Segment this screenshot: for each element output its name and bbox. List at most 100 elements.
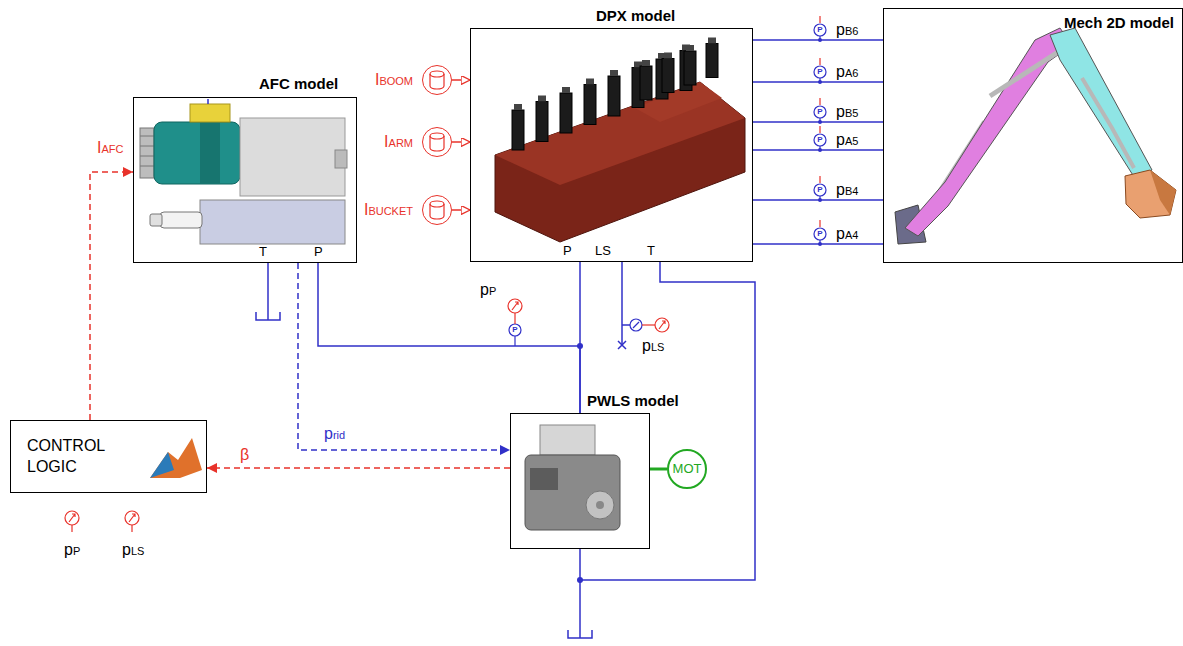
box-heading: PWLS model [587,392,679,410]
box-title: CONTROL LOGIC [27,436,137,478]
pressure-name: pP [480,280,496,299]
sensor-output-mark [819,58,820,65]
hydraulic-line [753,121,883,123]
port-name: T [259,244,267,260]
signal-name: IBOOM [375,70,413,89]
afc-valve-picture [200,122,220,184]
sensor-output-mark [819,220,820,227]
excavator-picture [895,28,1176,244]
dpx-valve-picture [684,45,696,85]
afc-valve-picture [190,104,230,122]
pressure-name: pA6 [836,62,858,81]
sensor-letter: P [509,324,521,336]
afc-valve-picture [140,166,154,167]
dpx-valve-picture [684,51,696,85]
dpx-valve-picture [610,70,618,76]
dpx-valve-picture [495,38,745,243]
box-heading: AFC model [259,75,338,93]
tank-line [622,324,630,326]
sensor-output-mark [131,525,132,532]
dpx-valve-picture [706,44,718,78]
sensor-output-mark [129,514,135,522]
dpx-valve-picture [560,87,572,133]
pressure-name: pLS [642,336,664,355]
current-source-icon [430,136,444,151]
dpx-valve-picture [664,53,672,59]
afc-valve-picture [140,99,347,244]
dpx-valve-picture [662,59,674,93]
hydraulic-line [753,149,883,151]
dpx-valve-picture [642,60,650,66]
afc-valve-picture [207,99,209,104]
sensor-output-mark [512,302,518,310]
tank-line [621,262,623,345]
afc-valve-picture [154,122,240,184]
hydraulic-line [753,243,883,245]
signal-name: prid [322,424,347,443]
excavator-picture [990,52,1058,96]
tank-line [579,580,581,638]
current-input: IARM [422,127,452,157]
dpx-valve-picture [686,45,694,51]
sensor-output-mark [65,511,79,525]
dpx-valve-picture [608,76,620,116]
current-source-icon [430,133,444,139]
pressure-name: pA5 [836,130,858,149]
sensor-output-mark [642,324,655,325]
junction-dot [577,38,822,583]
pressure-sensor-symbol [630,319,642,331]
sensor-output-mark [69,514,75,522]
dpx-valve-picture [536,96,548,142]
sensor-output-mark [65,16,820,532]
dpx-valve-picture [586,79,594,85]
dpx-valve-picture [514,104,522,110]
pump-picture [596,501,604,509]
motor-name: MOT [669,461,705,477]
dpx-valve-picture [708,38,716,44]
matlab-logo [150,438,202,478]
excavator-picture [1050,28,1152,180]
pressure-name: pB4 [836,180,858,199]
signal-line [90,172,133,420]
dpx-valve-picture [640,66,652,100]
current-source-icon [430,71,444,77]
dpx-valve-picture [536,102,548,142]
excavator-picture [905,28,1072,236]
motor-circle: MOT [667,449,707,489]
sensor-output-mark [508,299,522,313]
afc-valve-picture [160,212,202,228]
sensor-letter: P [814,24,826,36]
model-box: PWLS model [510,413,650,549]
afc-valve-picture [140,146,154,147]
pump-picture [525,425,620,530]
signal-name: β [238,445,251,464]
current-input: IBOOM [422,65,452,95]
port-name: LS [595,243,611,259]
hydraulic-line [318,263,580,413]
pump-picture [540,425,595,455]
sensor-letter: P [814,228,826,240]
sensor-letter: P [814,184,826,196]
pump-picture [525,455,620,530]
sensor-output-mark [659,321,665,329]
pressure-name: pB6 [836,20,858,39]
pump-picture [530,468,558,490]
sensor-output-mark [655,318,669,332]
afc-valve-picture [335,150,347,168]
matlab-logo [150,438,202,478]
excavator-picture [1125,170,1176,218]
current-source-icon [430,204,444,219]
model-box: DPX modelPLST [470,28,753,262]
dpx-valve-picture [560,93,572,133]
hydraulic-line [579,262,581,413]
afc-valve-picture [140,156,154,157]
shaft-line [650,468,667,471]
pressure-sensor-symbol [509,324,521,336]
afc-valve-picture [140,128,154,178]
dpx-valve-picture [562,87,570,93]
matlab-logo [150,452,174,478]
hydraulic-line [753,199,883,201]
hydraulic-line [753,39,883,41]
dpx-valve-picture [662,53,674,93]
command-line [452,209,470,211]
